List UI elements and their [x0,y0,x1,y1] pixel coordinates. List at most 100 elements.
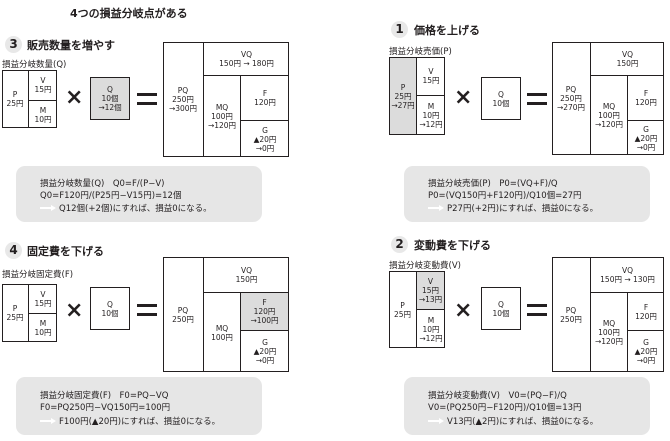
q-label: Q [498,299,504,309]
divider [628,330,664,332]
q-box: Q 10個 [90,287,130,330]
vq-value: 150円 → 180円 [219,58,274,68]
vq-cell: VQ 150円 [204,257,289,292]
pq-label: PQ [565,85,577,94]
vq-label: VQ [240,49,253,59]
pq-label: PQ [177,86,189,95]
divider [240,293,242,372]
divider [241,330,289,332]
arrow-right-icon [428,205,444,211]
section-label: 損益分岐固定費(F) [2,270,74,280]
pq-cell: PQ 250円 →300円 [163,42,203,157]
mq-new-value: →120円 [594,120,624,129]
v-label: V [427,277,434,286]
mq-label: MQ [215,103,229,112]
divider [240,76,242,157]
result-text: P27円(+2円)にすれば、損益0になる。 [447,204,599,214]
v-cell: V 15円 [29,284,57,313]
pq-cell: PQ 250円 [552,257,590,372]
section-number: 1 [391,21,408,38]
m-new-value: →12円 [419,120,443,129]
q-value: 10個 [101,94,119,103]
divider [590,42,592,155]
result-text: Q12個(+2個)にすれば、損益0になる。 [59,204,212,214]
m-cell: M 10円 →12円 [417,310,445,348]
mq-value: 100円 [598,328,620,337]
multiply-sign: × [454,85,473,110]
section-title: 販売数量を増やす [27,39,115,52]
g-label: G [643,124,649,134]
divider [29,100,57,102]
f-cell: F 120円 [628,76,664,120]
equals-sign [137,93,157,105]
section-label: 損益分岐売価(P) [389,47,452,57]
m-value: 10円 [34,114,52,124]
p-cell: P 25円 [2,284,28,342]
f-label: F [643,89,649,98]
m-label: M [427,315,435,325]
divider [591,75,664,77]
v-value: 15円 [421,286,440,295]
vq-label: VQ [621,265,634,275]
f-label: F [643,302,649,312]
v-value: 15円 [34,85,52,94]
result-text: V13円(▲2円)にすれば、損益0になる。 [447,417,599,427]
g-new-value: →0円 [636,142,656,152]
q-label: Q [107,85,113,94]
q-label: Q [107,299,113,309]
divider [416,271,418,348]
formula-line-1: 損益分岐売価(P) P0=(VQ+F)/Q [428,179,558,189]
vq-cell: VQ 150円 [591,42,664,75]
pq-new-value: →270円 [556,103,586,112]
mq-new-value: →120円 [594,337,624,346]
p-value: 25円 [6,313,24,322]
formula-panel: 損益分岐変動費(V) V0=(PQ−F)/Q V0=(PQ250円−F120円)… [404,377,650,435]
p-label: P [12,304,18,313]
divider [203,42,205,157]
section-title: 変動費を下げる [414,239,491,252]
g-cell: G ▲20円 →0円 [628,331,664,372]
formula-line-2: V0=(PQ250円−F120円)/Q10個=13円 [428,403,582,413]
multiply-sign: × [65,85,84,110]
vq-value: 150円 [616,58,639,68]
p-label: P [400,82,406,92]
vq-cell: VQ 150円 → 130円 [591,257,664,292]
formula-line-2: P0=(VQ150円+F120円)/Q10個=27円 [428,191,582,201]
v-cell: V 15円 [29,70,57,100]
p-value: 25円 [394,91,412,101]
divider [204,292,289,294]
q-box: Q 10個 [481,287,521,330]
result-line: F100円(▲20円)にすれば、損益0になる。 [40,415,220,427]
m-cell: M 10円 [29,314,57,342]
g-value: ▲20円 [253,134,277,144]
divider [28,70,30,128]
m-label: M [427,102,435,111]
p-value: 25円 [393,309,412,319]
formula-line-1: 損益分岐変動費(V) V0=(PQ−F)/Q [428,391,567,401]
multiply-sign: × [454,298,473,323]
section-number: 4 [5,242,22,259]
q-label: Q [498,89,504,99]
result-line: Q12個(+2個)にすれば、損益0になる。 [40,202,212,214]
f-label: F [262,89,268,98]
divider [29,313,57,315]
divider [417,309,445,311]
m-value: 10円 [422,324,440,334]
q-box: Q 10個 [481,77,521,120]
g-label: G [262,125,268,135]
mq-value: 100円 [211,112,233,121]
multiply-sign: × [65,298,84,323]
pq-new-value: →300円 [168,104,198,113]
f-value: 120円 [635,98,657,107]
section-title: 価格を上げる [414,24,480,37]
formula-line-1: 損益分岐固定費(F) F0=PQ−VQ [40,391,169,401]
g-value: ▲20円 [253,347,277,356]
f-cell: F 120円 →100円 [241,293,288,330]
f-value: 120円 [635,311,657,321]
pq-value: 250円 [560,314,582,324]
equals-sign [527,304,547,316]
g-new-value: →0円 [636,356,656,365]
mq-label: MQ [602,319,616,328]
g-value: ▲20円 [634,347,658,356]
equals-sign [137,304,157,316]
